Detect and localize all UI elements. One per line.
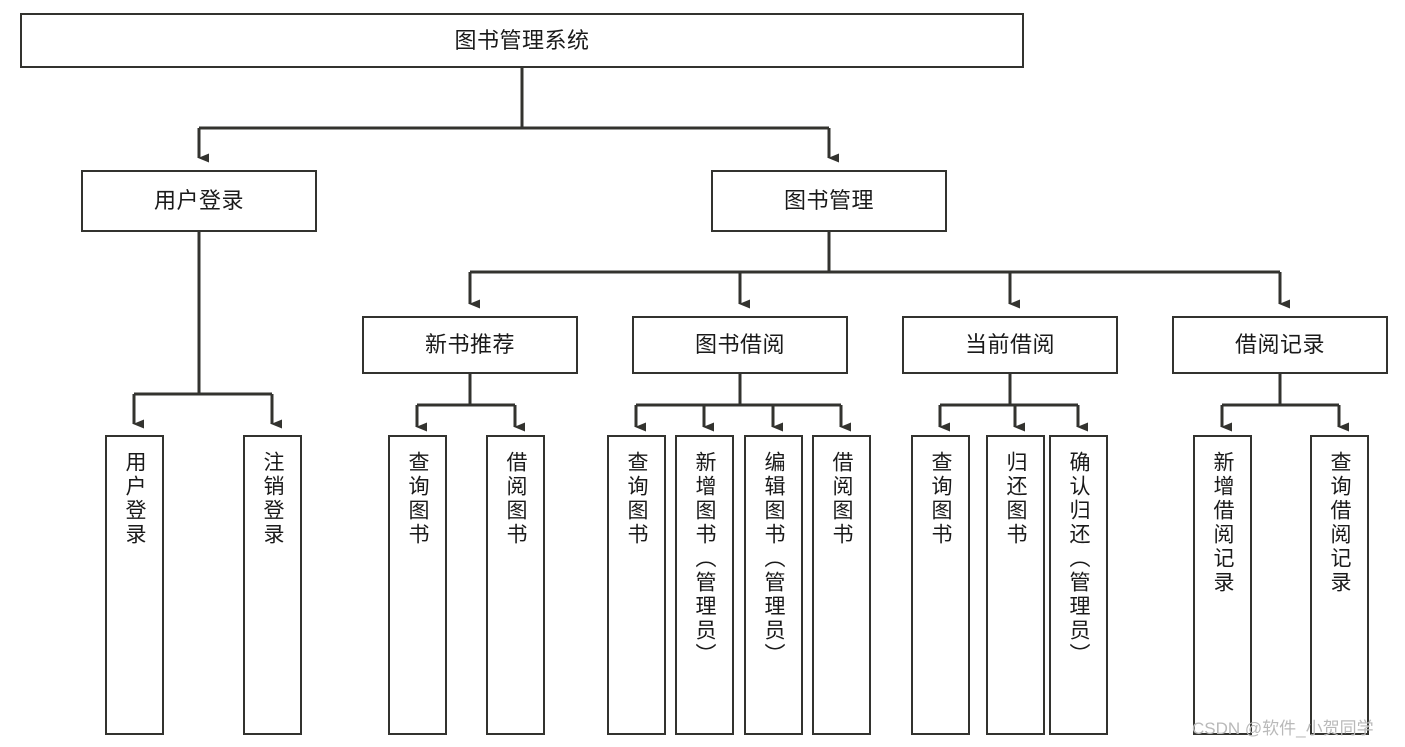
leaf-logout-label: 注销登录 bbox=[261, 451, 284, 547]
csdn-watermark: CSDN @软件_小贺同学 bbox=[1192, 719, 1374, 738]
leaf-query-book-recommend[interactable]: 查询图书 bbox=[388, 435, 447, 735]
node-book-management-label: 图书管理 bbox=[783, 188, 874, 214]
leaf-add-borrow-record[interactable]: 新增借阅记录 bbox=[1193, 435, 1252, 735]
leaf-return-book[interactable]: 归还图书 bbox=[986, 435, 1045, 735]
leaf-user-login[interactable]: 用户登录 bbox=[105, 435, 164, 735]
leaf-add-book-admin-label: 新增图书（管理员） bbox=[693, 451, 716, 667]
leaf-edit-book-admin-label: 编辑图书（管理员） bbox=[762, 451, 785, 667]
leaf-confirm-return-admin-label: 确认归还（管理员） bbox=[1067, 451, 1090, 667]
node-root[interactable]: 图书管理系统 bbox=[20, 13, 1024, 68]
leaf-query-borrow-record[interactable]: 查询借阅记录 bbox=[1310, 435, 1369, 735]
leaf-user-login-label: 用户登录 bbox=[123, 451, 146, 547]
leaf-query-borrow-record-label: 查询借阅记录 bbox=[1328, 451, 1351, 595]
leaf-query-book-current-label: 查询图书 bbox=[929, 451, 952, 547]
node-borrow-record[interactable]: 借阅记录 bbox=[1172, 316, 1388, 374]
leaf-query-book-recommend-label: 查询图书 bbox=[406, 451, 429, 547]
node-new-book-recommend-label: 新书推荐 bbox=[424, 332, 515, 358]
leaf-borrow-book-label: 借阅图书 bbox=[830, 451, 853, 547]
node-current-borrow[interactable]: 当前借阅 bbox=[902, 316, 1118, 374]
node-book-borrow-label: 图书借阅 bbox=[694, 332, 785, 358]
node-new-book-recommend[interactable]: 新书推荐 bbox=[362, 316, 578, 374]
leaf-edit-book-admin[interactable]: 编辑图书（管理员） bbox=[744, 435, 803, 735]
leaf-borrow-book[interactable]: 借阅图书 bbox=[812, 435, 871, 735]
leaf-return-book-label: 归还图书 bbox=[1004, 451, 1027, 547]
leaf-add-borrow-record-label: 新增借阅记录 bbox=[1211, 451, 1234, 595]
leaf-query-book-borrow[interactable]: 查询图书 bbox=[607, 435, 666, 735]
node-user-login[interactable]: 用户登录 bbox=[81, 170, 317, 232]
node-borrow-record-label: 借阅记录 bbox=[1234, 332, 1325, 358]
node-current-borrow-label: 当前借阅 bbox=[964, 332, 1055, 358]
node-book-borrow[interactable]: 图书借阅 bbox=[632, 316, 848, 374]
node-book-management[interactable]: 图书管理 bbox=[711, 170, 947, 232]
leaf-query-book-borrow-label: 查询图书 bbox=[625, 451, 648, 547]
leaf-query-book-current[interactable]: 查询图书 bbox=[911, 435, 970, 735]
leaf-logout[interactable]: 注销登录 bbox=[243, 435, 302, 735]
node-root-label: 图书管理系统 bbox=[454, 27, 590, 53]
leaf-borrow-book-recommend[interactable]: 借阅图书 bbox=[486, 435, 545, 735]
leaf-add-book-admin[interactable]: 新增图书（管理员） bbox=[675, 435, 734, 735]
leaf-borrow-book-recommend-label: 借阅图书 bbox=[504, 451, 527, 547]
leaf-confirm-return-admin[interactable]: 确认归还（管理员） bbox=[1049, 435, 1108, 735]
node-user-login-label: 用户登录 bbox=[153, 188, 244, 214]
